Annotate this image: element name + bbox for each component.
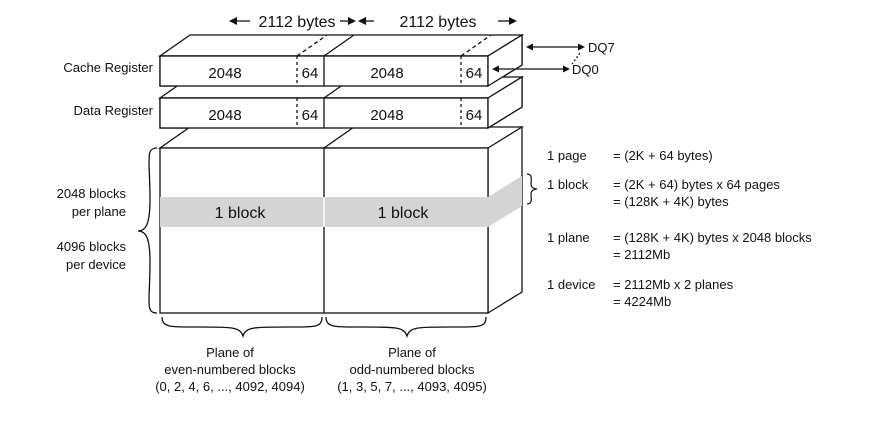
blocks-per-plane-line1: 2048 blocks: [57, 186, 127, 201]
dq0-label: DQ0: [572, 62, 599, 77]
block-brace: [526, 173, 538, 205]
cache-cell-main-even-front: 2048: [208, 65, 241, 82]
device-eq2: = 4224Mb: [613, 294, 671, 309]
cache-cell-main-odd-front: 2048: [370, 65, 403, 82]
cache-cell-spare-even-front: 64: [302, 65, 319, 82]
even-plane-line2: even-numbered blocks: [164, 362, 296, 377]
blocks-per-device-line1: 4096 blocks: [57, 239, 127, 254]
data-cell-spare-odd-front: 64: [466, 107, 483, 124]
bytes-label-right: 2112 bytes: [399, 14, 476, 31]
cache-register-front: [159, 33, 523, 88]
cache-register-label: Cache Register: [63, 60, 153, 75]
dq-arrows: [492, 43, 585, 73]
block-term: 1 block: [547, 177, 589, 192]
page-eq1: = (2K + 64 bytes): [613, 148, 713, 163]
data-cell-main-even-front: 2048: [208, 107, 241, 124]
odd-plane-line3: (1, 3, 5, 7, ..., 4093, 4095): [337, 379, 487, 394]
block-eq2: = (128K + 4K) bytes: [613, 194, 729, 209]
block-label-odd: 1 block: [378, 205, 430, 222]
even-plane-line3: (0, 2, 4, 6, ..., 4092, 4094): [155, 379, 305, 394]
odd-plane-brace: [325, 316, 487, 339]
data-register-front: [159, 75, 523, 130]
block-label-even: 1 block: [215, 205, 267, 222]
block-eq1: = (2K + 64) bytes x 64 pages: [613, 177, 780, 192]
left-brace: [137, 147, 158, 314]
block-band: [160, 176, 522, 227]
even-plane-line1: Plane of: [206, 345, 254, 360]
page-term: 1 page: [547, 148, 587, 163]
data-cell-main-odd-front: 2048: [370, 107, 403, 124]
data-cell-spare-even-front: 64: [302, 107, 319, 124]
blocks-per-plane-line2: per plane: [72, 204, 126, 219]
odd-plane-line2: odd-numbered blocks: [349, 362, 475, 377]
memory-array: [157, 125, 525, 315]
data-register-label: Data Register: [74, 103, 154, 118]
plane-eq2: = 2112Mb: [613, 247, 670, 262]
blocks-per-device-line2: per device: [66, 257, 126, 272]
bytes-label-left: 2112 bytes: [258, 14, 335, 31]
odd-plane-line1: Plane of: [388, 345, 436, 360]
cache-cell-spare-odd-front: 64: [466, 65, 483, 82]
plane-eq1: = (128K + 4K) bytes x 2048 blocks: [613, 230, 812, 245]
byte-width-arrows: [229, 17, 517, 25]
device-term: 1 device: [547, 277, 595, 292]
plane-term: 1 plane: [547, 230, 590, 245]
dq7-label: DQ7: [588, 40, 615, 55]
device-eq1: = 2112Mb x 2 planes: [613, 277, 734, 292]
even-plane-brace: [161, 316, 323, 339]
